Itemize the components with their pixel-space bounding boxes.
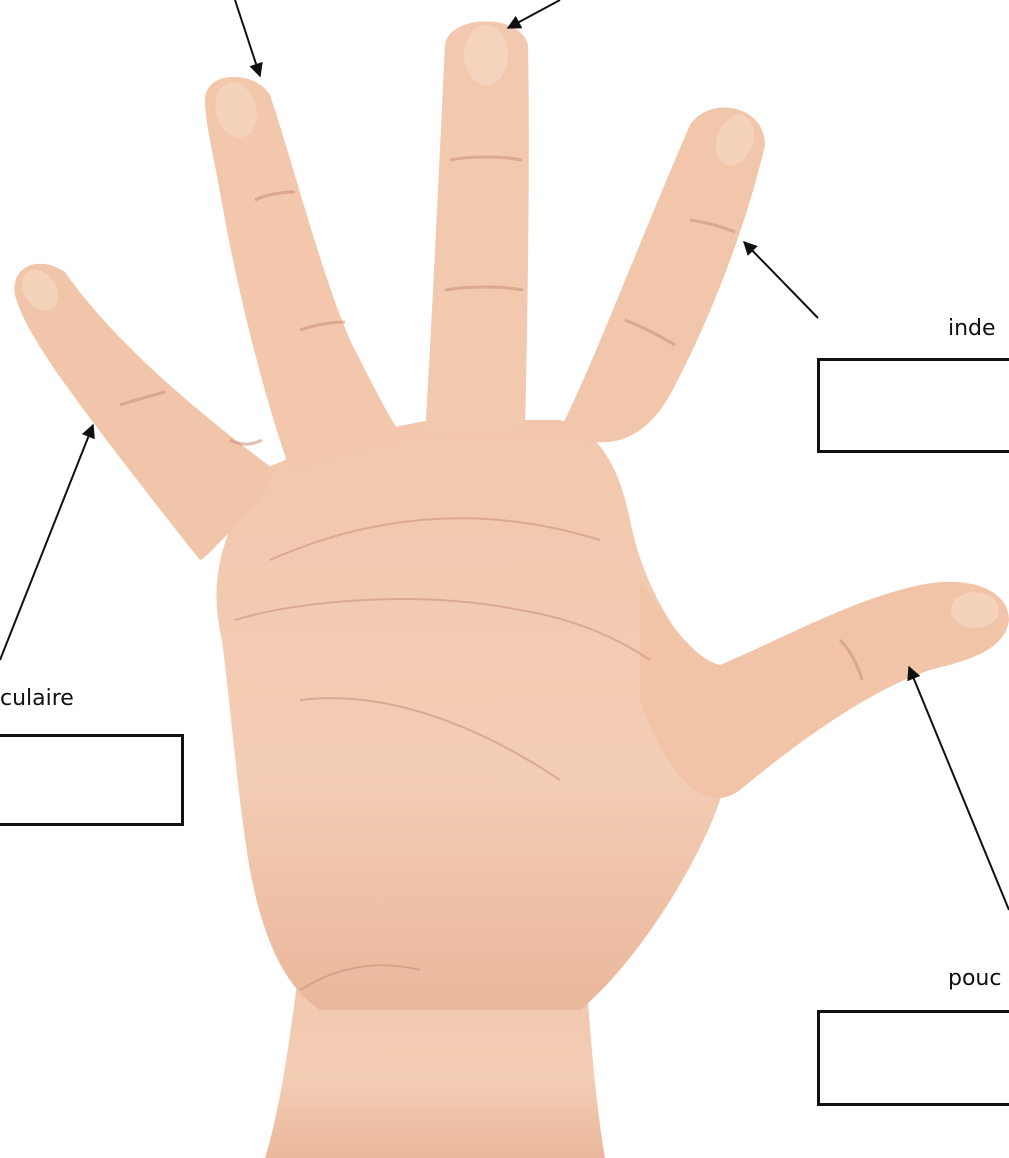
thumb-answer-box[interactable] <box>817 1010 1009 1106</box>
arrow-middle-finger <box>508 0 560 28</box>
index-finger-answer-box[interactable] <box>817 358 1009 453</box>
hand-photo <box>14 21 1009 1158</box>
little-finger-answer-box[interactable] <box>0 734 184 826</box>
arrow-little-finger <box>0 425 93 660</box>
index-finger-label: inde <box>948 316 996 342</box>
arrow-index-finger <box>744 242 818 318</box>
arrow-ring-finger <box>235 0 260 76</box>
little-finger-label: culaire <box>0 686 74 712</box>
arrow-thumb <box>909 667 1009 910</box>
little-finger <box>14 264 275 560</box>
middle-finger <box>425 21 529 435</box>
thumb-label: pouc <box>948 966 1001 992</box>
